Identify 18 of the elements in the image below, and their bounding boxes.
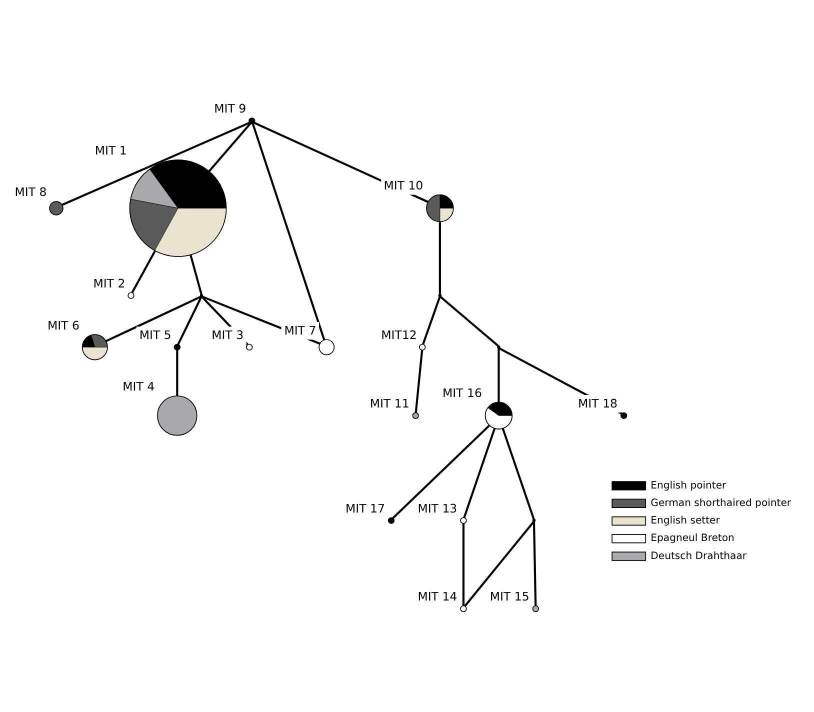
legend-label: English setter — [650, 516, 720, 527]
node-label: MIT 6 — [47, 318, 80, 332]
node-label: MIT 1 — [94, 144, 127, 158]
node-label: MIT 11 — [370, 396, 410, 410]
node-label: MIT 4 — [122, 380, 155, 394]
node-label: MIT 8 — [14, 185, 47, 200]
node-label: MIT 17 — [346, 501, 385, 516]
legend-label: Epagneul Breton — [650, 533, 734, 544]
node-label: MIT 2 — [93, 276, 126, 290]
node-label: MIT 15 — [490, 589, 530, 604]
node-label: MIT 9 — [214, 102, 246, 116]
node-label: MIT12 — [381, 328, 417, 342]
legend-label: Deutsch Drahthaar — [650, 550, 747, 562]
node-label: MIT 13 — [418, 501, 458, 516]
legend-label: English pointer — [650, 480, 726, 492]
node-label: MIT 14 — [418, 589, 458, 604]
node-label: MIT 16 — [442, 386, 482, 400]
legend-label: German shorthaired pointer — [650, 498, 792, 509]
